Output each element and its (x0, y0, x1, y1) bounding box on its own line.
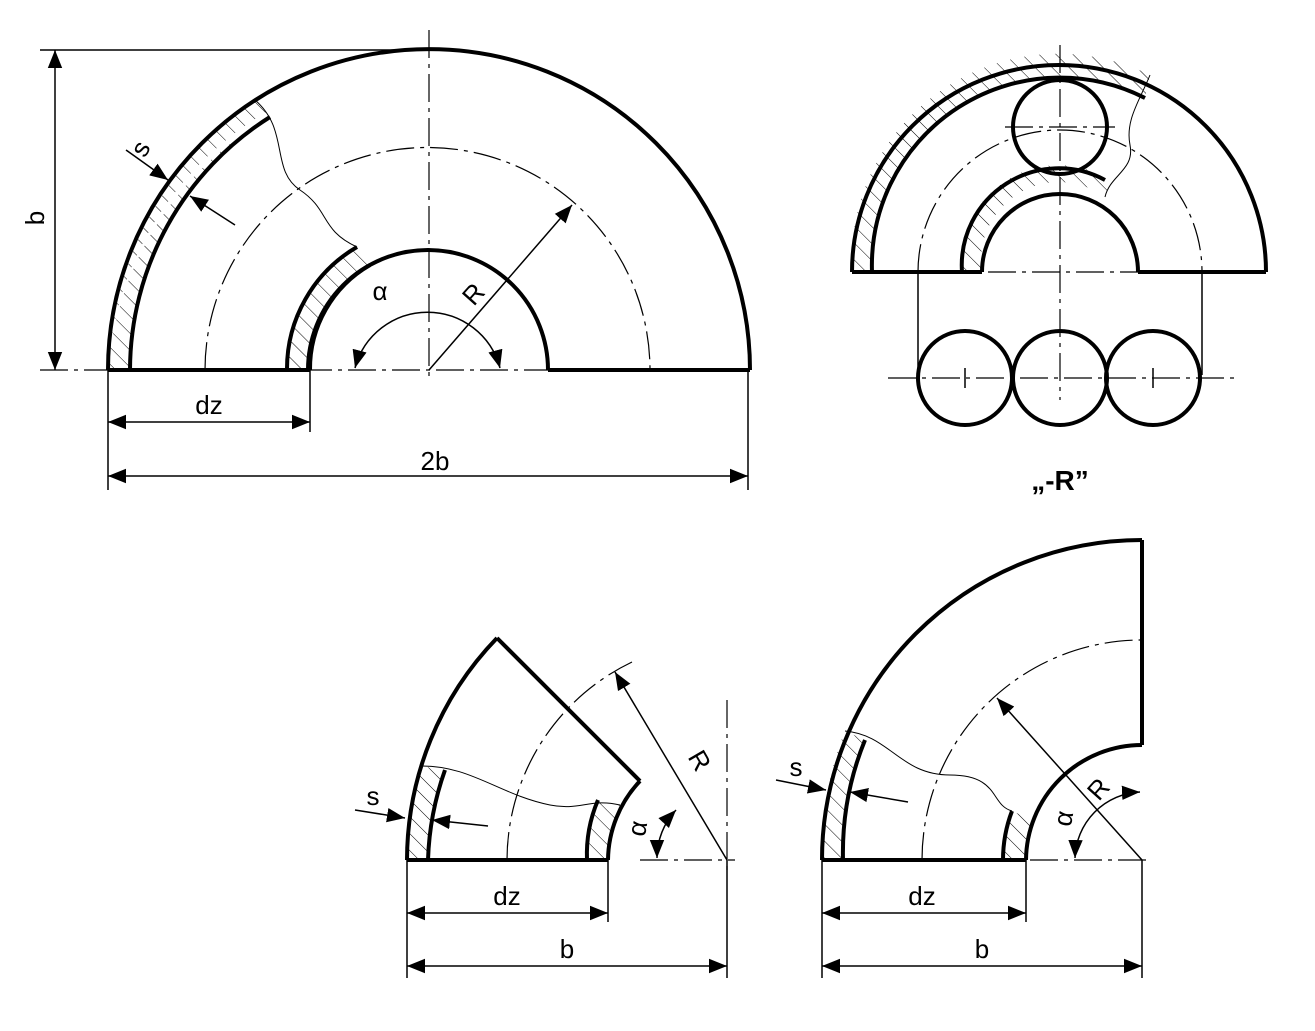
e90-inner-outer-contour (1001, 810, 1014, 861)
dim-s-line-2 (189, 195, 236, 226)
inner-arc-right (306, 248, 550, 371)
e90-centerline-arc (921, 639, 1143, 861)
r-outer-contour (850, 63, 1268, 273)
elbow-90-view: R α s dz b (775, 538, 1150, 978)
e90-inner-contour (1024, 743, 1143, 861)
angle-alpha-label: α (372, 276, 387, 306)
elbow-45-view: R α s dz b (354, 636, 735, 978)
e90-dim-b-label: b (975, 934, 989, 964)
e45-dim-r-line (614, 671, 728, 861)
e90-outer-contour (820, 538, 1143, 861)
e45-outer-inner-contour (426, 769, 447, 861)
e45-end-face (495, 636, 642, 783)
e45-inner-contour (606, 779, 642, 861)
e45-dim-s-line (354, 808, 406, 823)
e45-wall-hatch-right (586, 800, 620, 860)
e90-dim-s-line (775, 779, 827, 794)
angle-alpha-arc (352, 311, 503, 369)
r-centerline-arc (917, 129, 1203, 273)
e45-inner-outer-contour (584, 799, 600, 861)
e90-angle-alpha-label: α (1047, 808, 1079, 828)
e45-dim-s-label: s (367, 781, 380, 811)
e90-angle-alpha-arc (1068, 785, 1141, 859)
outer-inner-contour (128, 115, 272, 371)
e45-dim-s-line-2 (431, 814, 489, 830)
e45-angle-alpha-label: α (621, 818, 653, 838)
dim-dz-label: dz (195, 390, 222, 420)
e45-dim-r-label: R (682, 745, 717, 776)
r-inner-wall-hatch (961, 165, 1110, 272)
e45-centerline-arc (506, 661, 633, 861)
r-outer-inner-contour (869, 75, 1146, 273)
r-break-line (1104, 74, 1151, 198)
r-outer-wall-hatch (851, 53, 1150, 272)
return-bend-180-view: b s R α dz 2b (20, 30, 752, 490)
e45-break-line (419, 765, 621, 808)
outer-wall-hatch-left (108, 117, 270, 370)
dim-s-label: s (124, 135, 156, 161)
outer-wall-section-hatch (108, 100, 270, 370)
e45-dim-dz-label: dz (493, 881, 520, 911)
e90-dim-r-label: R (1081, 772, 1116, 806)
inner-outer-contour (284, 245, 359, 371)
e90-dim-s-label: s (790, 752, 803, 782)
e90-outer-inner-contour (840, 739, 867, 861)
close-return-bend-view: „-R” (850, 45, 1268, 496)
dim-b-label: b (20, 211, 50, 225)
e45-angle-alpha-arc (649, 809, 677, 859)
break-line (254, 99, 358, 248)
e45-wall-hatch-left (406, 766, 445, 860)
e45-dim-b-label: b (560, 934, 574, 964)
dim-r-line (428, 204, 573, 371)
figure-r-caption: „-R” (1031, 465, 1089, 496)
e90-wall-hatch-left (821, 731, 865, 860)
e45-outer-contour (405, 636, 499, 861)
dim-2b-label: 2b (421, 446, 450, 476)
e90-dim-s-line-2 (849, 787, 909, 803)
centerline-arc (204, 146, 651, 371)
e90-dim-dz-label: dz (908, 881, 935, 911)
dim-s-line (125, 149, 169, 181)
e90-break-line (844, 730, 1013, 812)
